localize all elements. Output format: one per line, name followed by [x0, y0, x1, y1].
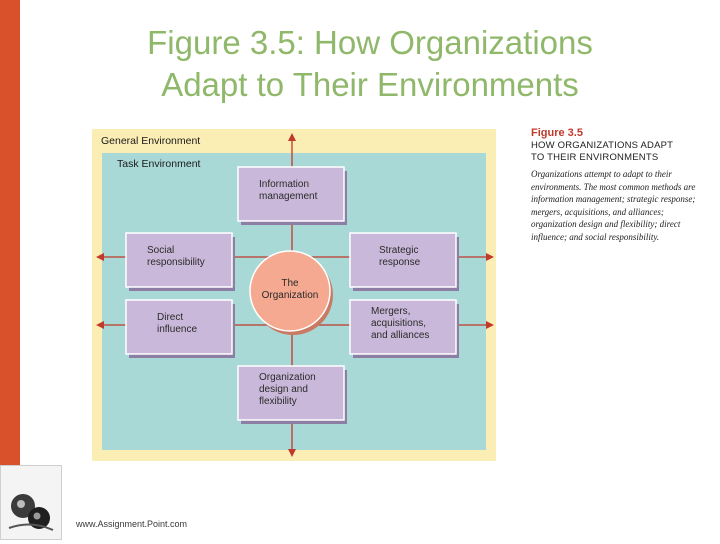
title-line-2: Adapt to Their Environments — [161, 66, 579, 103]
title-line-1: Figure 3.5: How Organizations — [147, 24, 593, 61]
slide-title: Figure 3.5: How Organizations Adapt to T… — [60, 22, 680, 106]
logo-icon — [1, 466, 61, 539]
assignment-point-logo — [0, 465, 62, 540]
caption-number: Figure 3.5 — [531, 127, 583, 139]
box-social-responsibility-label: Social responsibility — [147, 245, 205, 268]
accent-bar — [0, 0, 20, 540]
box-information-management — [237, 166, 345, 222]
box-organization-design-label: Organization design and flexibility — [259, 372, 316, 407]
caption-heading-1: HOW ORGANIZATIONS ADAPT — [531, 140, 674, 151]
figure-3-5: General Environment Task Environment Inf… — [82, 115, 708, 475]
box-direct-influence — [125, 299, 233, 355]
general-environment-label: General Environment — [101, 135, 201, 147]
strategy-boxes — [125, 166, 459, 424]
task-environment-label: Task Environment — [117, 158, 201, 170]
footer-url: www.Assignment.Point.com — [76, 519, 188, 529]
organization-circle — [249, 250, 331, 332]
box-mergers — [349, 299, 457, 355]
figure-caption: Figure 3.5 HOW ORGANIZATIONS ADAPT TO TH… — [531, 127, 706, 243]
caption-heading-2: TO THEIR ENVIRONMENTS — [531, 152, 659, 163]
box-organization-design — [237, 365, 345, 421]
box-mergers-label: Mergers, acquisitions, and alliances — [371, 306, 430, 341]
box-information-management-label: Information management — [259, 179, 318, 202]
center-organization-label: The Organization — [261, 278, 319, 301]
box-direct-influence-label: Direct influence — [157, 312, 198, 335]
box-strategic-response — [349, 232, 457, 288]
caption-body: Organizations attempt to adapt to their … — [531, 169, 696, 242]
environment-diagram — [92, 129, 496, 461]
box-strategic-response-label: Strategic response — [379, 245, 421, 268]
box-social-responsibility — [125, 232, 233, 288]
